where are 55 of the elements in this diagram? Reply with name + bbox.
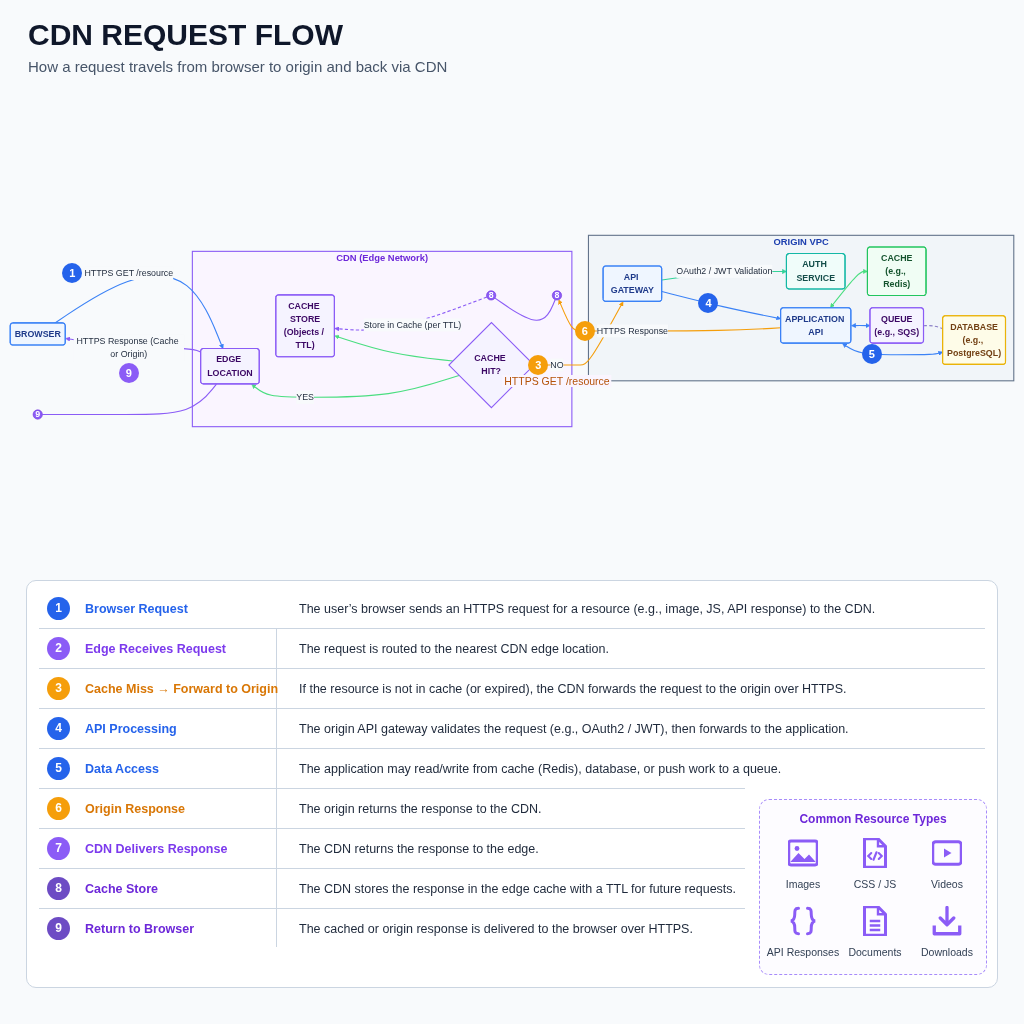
step-title: Cache Store xyxy=(85,882,158,896)
arrow xyxy=(334,296,488,332)
step-title: Data Access xyxy=(85,762,159,776)
resource-label: Downloads xyxy=(921,946,973,958)
step-description: The request is routed to the nearest CDN edge location. xyxy=(299,642,609,656)
step-number: 4 xyxy=(47,717,70,740)
step-title: Browser Request xyxy=(85,602,188,616)
arrow xyxy=(334,334,454,362)
edge-label: OAuth2 / JWT Validation xyxy=(676,266,773,276)
resource-label: CSS / JS xyxy=(853,878,897,890)
node-circle: 8 xyxy=(486,290,497,301)
step-number: 1 xyxy=(47,597,70,620)
edge-label: NO xyxy=(550,360,564,370)
arrow xyxy=(251,374,460,398)
edge-label: YES xyxy=(296,392,314,402)
step-title: Origin Response xyxy=(85,802,186,816)
panel-title: Common Resource Types xyxy=(798,812,948,826)
step-number: 5 xyxy=(47,757,70,780)
resource-label: Images xyxy=(785,878,821,890)
step-title: Return to Browser xyxy=(85,922,195,936)
resource-label: Documents xyxy=(848,946,902,958)
step-description: The origin returns the response to the CDN. xyxy=(299,802,542,816)
step-number: 6 xyxy=(47,797,70,820)
step-description: The origin API gateway validates the request (e.g., OAuth2 / JWT), then forwards to the application. xyxy=(299,722,849,736)
arrow xyxy=(830,268,868,309)
subtitle: How a request travels from browser to origin and back via CDN xyxy=(28,58,448,75)
step-description: The user’s browser sends an HTTPS request for a resource (e.g., image, JS, API response) to the CDN. xyxy=(299,602,876,616)
step-description: The CDN stores the response in the edge cache with a TTL for future requests. xyxy=(299,882,737,896)
edge-label: HTTPS GET /resource xyxy=(84,268,174,278)
step-number: 3 xyxy=(47,677,70,700)
step-title: Cache Miss → Forward to Origin xyxy=(85,682,279,696)
node-circle: 8 xyxy=(552,290,562,301)
step-number: 2 xyxy=(47,637,70,660)
step-title: API Processing xyxy=(85,722,177,736)
step-number: 8 xyxy=(47,877,70,900)
edge-label: HTTPS Response (Cache or Origin) xyxy=(76,336,179,359)
step-description: The cached or origin response is delivered to the browser over HTTPS. xyxy=(299,922,693,936)
resource-label: Videos xyxy=(931,878,963,890)
edge-label: HTTPS Response xyxy=(596,325,669,336)
step-number: 9 xyxy=(47,917,70,940)
diagram-title: CDN REQUEST FLOW xyxy=(28,18,343,52)
node-circle: 9 xyxy=(32,409,43,420)
step-title: CDN Delivers Response xyxy=(85,842,228,856)
step-description: The application may read/write from cache (Redis), database, or push work to a queue. xyxy=(299,762,782,776)
edge-label: Store in Cache (per TTL) xyxy=(363,320,462,330)
callout-number: 9 xyxy=(118,363,139,384)
step-description: If the resource is not in cache (or expired), the CDN forwards the request to the origin over HTTPS. xyxy=(299,682,847,696)
callout-number: 1 xyxy=(62,263,83,284)
step-description: The CDN returns the response to the edge. xyxy=(299,842,539,856)
resource-label: API Responses xyxy=(766,946,840,958)
connector xyxy=(494,297,556,321)
step-title: Edge Receives Request xyxy=(85,642,227,656)
step-number: 7 xyxy=(47,837,70,860)
callout-number: 6 xyxy=(574,320,595,341)
connector xyxy=(41,383,218,416)
